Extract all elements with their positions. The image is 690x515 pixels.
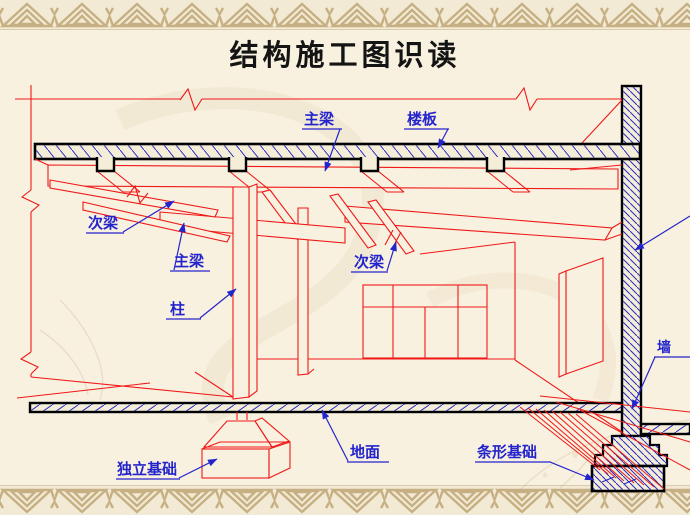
top-border-pattern — [0, 0, 690, 30]
door-leaf — [558, 257, 604, 378]
excavation-fan-lines — [519, 395, 690, 490]
label-strip-foundation: 条形基础 — [476, 443, 537, 461]
frame-boundary-lines — [15, 85, 623, 399]
label-column: 柱 — [170, 300, 185, 318]
label-independent-foundation: 独立基础 — [117, 460, 177, 478]
label-main-beam-top: 主梁 — [304, 110, 335, 128]
label-secondary-beam-left: 次梁 — [88, 214, 119, 232]
label-secondary-beam-mid: 次梁 — [354, 253, 385, 271]
ground-slab-section — [28, 401, 690, 436]
bottom-border-pattern — [0, 485, 690, 515]
beam-cut-notches — [95, 157, 506, 173]
label-wall-partial: 墙 — [657, 339, 671, 356]
annotation-labels: 主梁 楼板 次梁 主梁 次梁 柱 独立基础 地面 条形基础 墙 — [88, 110, 671, 478]
strip-foundation-section — [590, 434, 669, 493]
independent-foundation-lines — [201, 412, 291, 479]
slide-title: 结构施工图识读 — [229, 40, 461, 72]
label-floor-slab: 楼板 — [407, 110, 438, 128]
floor-slab-section — [33, 142, 642, 161]
wall-section — [620, 84, 643, 438]
annotation-leaders — [86, 128, 690, 480]
window-frame — [362, 284, 488, 359]
label-ground: 地面 — [350, 443, 380, 461]
label-main-beam-left: 主梁 — [174, 252, 205, 270]
